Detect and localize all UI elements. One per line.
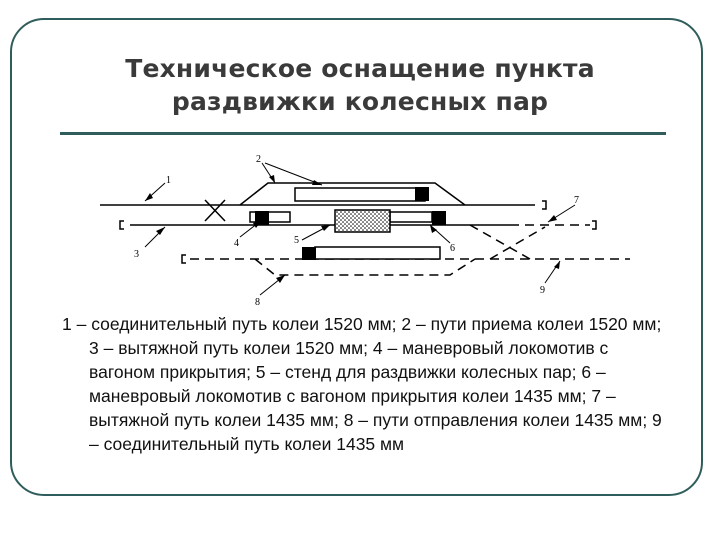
wheelset-stand-5 xyxy=(334,209,391,233)
slide-frame xyxy=(10,18,703,496)
track-scheme-diagram: 1 2 3 4 5 6 7 8 9 xyxy=(100,154,630,308)
slide-title: Техническое оснащение пункта раздвижки к… xyxy=(60,52,660,118)
locomotive-lower xyxy=(302,247,316,260)
buffer-stop-left-low xyxy=(181,254,186,264)
car-mid-left xyxy=(249,211,291,223)
departure-track-8 xyxy=(254,258,476,276)
locomotive-upper xyxy=(415,187,429,201)
arrowhead-5 xyxy=(321,225,330,231)
arrowhead-2b xyxy=(312,180,322,185)
arrowhead-9 xyxy=(554,261,560,269)
locomotive-6 xyxy=(432,211,446,225)
receiving-track-2 xyxy=(239,182,466,206)
label-7: 7 xyxy=(574,195,579,206)
arrowhead-1 xyxy=(145,193,153,201)
arrowhead-4 xyxy=(253,220,262,228)
arrowhead-8 xyxy=(276,275,285,283)
car-lower xyxy=(314,246,441,260)
buffer-stop-left xyxy=(119,220,124,230)
arrowhead-6 xyxy=(430,225,437,233)
arrowhead-2a xyxy=(269,175,275,183)
car-mid-right xyxy=(389,211,433,223)
title-line-1: Техническое оснащение пункта xyxy=(125,54,595,83)
arrowhead-3 xyxy=(156,227,165,235)
title-line-2: раздвижки колесных пар xyxy=(171,87,549,116)
label-2: 2 xyxy=(256,154,261,165)
crossover-b xyxy=(204,199,226,222)
leader-2b xyxy=(264,162,323,186)
track-1435-diag-2 xyxy=(489,226,546,260)
title-underline xyxy=(60,132,666,135)
label-4: 4 xyxy=(234,238,239,249)
label-6: 6 xyxy=(450,243,455,254)
car-upper xyxy=(294,187,426,202)
track-1435-diag-1 xyxy=(469,224,531,260)
legend-caption: 1 – соединительный путь колеи 1520 мм; 2… xyxy=(62,314,662,454)
label-9: 9 xyxy=(540,285,545,296)
label-8: 8 xyxy=(255,297,260,308)
label-1: 1 xyxy=(166,175,171,186)
label-5: 5 xyxy=(294,235,299,246)
label-3: 3 xyxy=(134,249,139,260)
buffer-stop-right-top xyxy=(542,200,547,210)
arrowhead-7 xyxy=(548,215,557,222)
buffer-stop-right-mid xyxy=(592,220,597,230)
